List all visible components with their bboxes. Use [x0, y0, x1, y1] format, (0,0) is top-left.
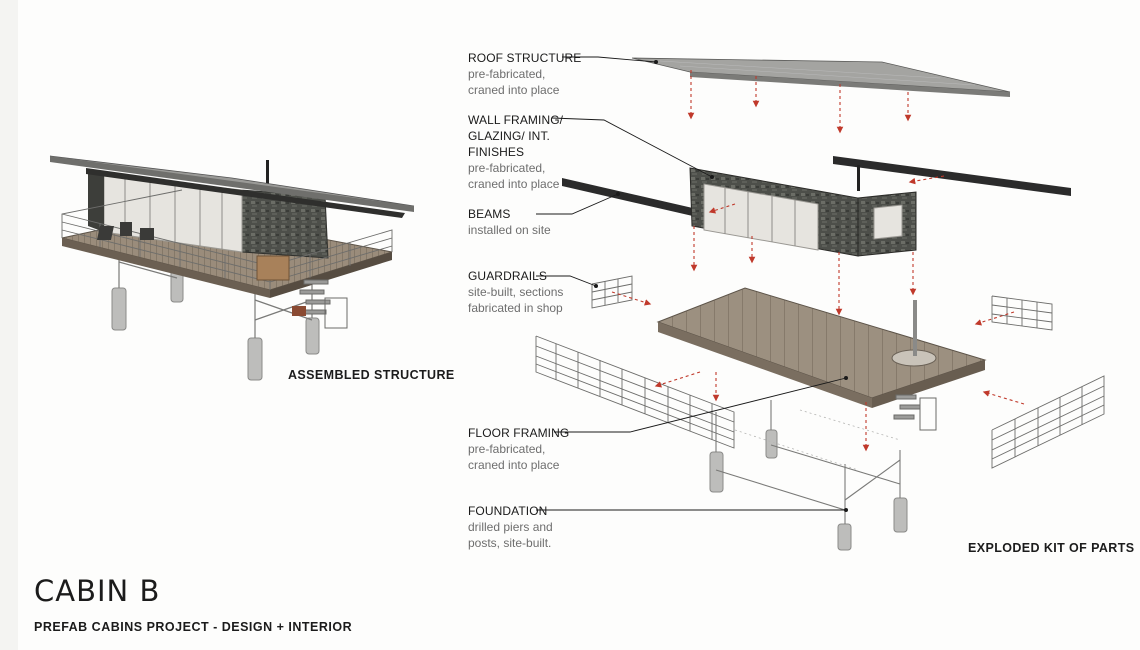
assembled-structure-drawing [49, 155, 415, 381]
caption-exploded-kit: EXPLODED KIT OF PARTS [968, 541, 1135, 555]
label-walls-desc-2: craned into place [468, 177, 560, 191]
label-beams-desc-1: installed on site [468, 223, 551, 237]
label-walls-title-2: GLAZING/ INT. [468, 129, 550, 143]
label-roof-desc-1: pre-fabricated, [468, 67, 546, 81]
label-foundation-title: FOUNDATION [468, 504, 548, 518]
label-guardrails: GUARDRAILS site-built, sections fabricat… [468, 268, 563, 316]
label-roof-title: ROOF STRUCTURE [468, 51, 582, 65]
label-roof-desc-2: craned into place [468, 83, 560, 97]
label-floor-desc-2: craned into place [468, 458, 560, 472]
label-walls-desc-1: pre-fabricated, [468, 161, 546, 175]
label-floor-framing: FLOOR FRAMING pre-fabricated, craned int… [468, 425, 569, 473]
label-guardrails-desc-2: fabricated in shop [468, 301, 563, 315]
label-walls-title-3: FINISHES [468, 145, 525, 159]
label-foundation: FOUNDATION drilled piers and posts, site… [468, 503, 553, 551]
label-beams: BEAMS installed on site [468, 206, 551, 238]
label-floor-desc-1: pre-fabricated, [468, 442, 546, 456]
label-floor-title: FLOOR FRAMING [468, 426, 570, 440]
page-margin [0, 0, 18, 650]
leader-lines [536, 56, 847, 511]
caption-assembled-structure: ASSEMBLED STRUCTURE [288, 368, 455, 382]
label-guardrails-title: GUARDRAILS [468, 269, 548, 283]
label-walls-title-1: WALL FRAMING/ [468, 113, 564, 127]
label-roof-structure: ROOF STRUCTURE pre-fabricated, craned in… [468, 50, 581, 98]
label-foundation-desc-2: posts, site-built. [468, 536, 552, 550]
label-beams-title: BEAMS [468, 207, 511, 221]
exploded-kit-drawing [535, 57, 1105, 551]
page-title: CABIN B [34, 574, 161, 608]
page-subtitle: PREFAB CABINS PROJECT - DESIGN + INTERIO… [34, 620, 353, 634]
label-guardrails-desc-1: site-built, sections [468, 285, 564, 299]
label-foundation-desc-1: drilled piers and [468, 520, 553, 534]
label-wall-framing: WALL FRAMING/ GLAZING/ INT. FINISHES pre… [468, 112, 563, 192]
